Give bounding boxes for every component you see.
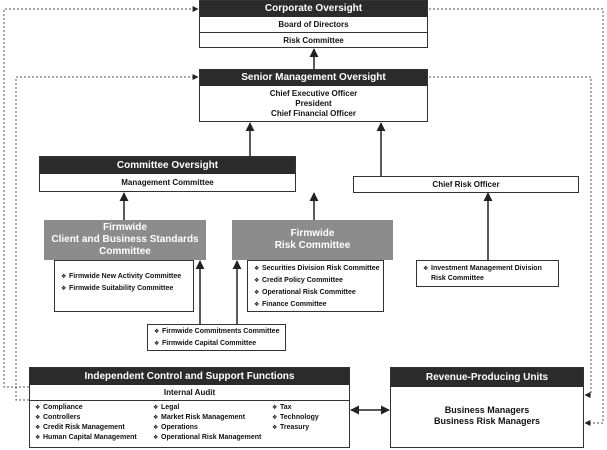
list-item: ❖Operational Risk Committee <box>254 287 383 299</box>
client-standards-list-box: ❖Firmwide New Activity Committee ❖Firmwi… <box>54 260 194 312</box>
board-of-directors: Board of Directors <box>278 20 349 29</box>
dotted-corporate-to-revenue <box>429 8 604 426</box>
independent-control-box: Independent Control and Support Function… <box>29 367 350 448</box>
risk-committee-line2: Risk Committee <box>232 240 393 252</box>
senior-management-box: Senior Management Oversight Chief Execut… <box>199 69 428 122</box>
risk-committee-board: Risk Committee <box>200 32 427 48</box>
revenue-units-title: Revenue-Producing Units <box>391 368 583 387</box>
diamond-bullet-icon: ❖ <box>272 405 278 411</box>
diamond-bullet-icon: ❖ <box>272 425 278 431</box>
diamond-bullet-icon: ❖ <box>423 266 429 272</box>
diamond-bullet-icon: ❖ <box>35 435 41 441</box>
list-item: ❖Market Risk Management <box>153 414 246 421</box>
diamond-bullet-icon: ❖ <box>154 329 160 335</box>
diamond-bullet-icon: ❖ <box>272 415 278 421</box>
revenue-units-box: Revenue-Producing Units Business Manager… <box>390 367 584 448</box>
list-item: ❖Treasury <box>272 424 310 431</box>
diamond-bullet-icon: ❖ <box>35 425 41 431</box>
client-standards-header: Firmwide Client and Business Standards C… <box>44 220 206 260</box>
commitments-list: ❖Firmwide Commitments Committee ❖Firmwid… <box>154 326 285 350</box>
risk-committee-list-box: ❖Securities Division Risk Committee ❖Cre… <box>247 260 384 312</box>
list-item: ❖Firmwide Commitments Committee <box>154 326 285 338</box>
diamond-bullet-icon: ❖ <box>153 405 159 411</box>
list-item: ❖Credit Risk Management <box>35 424 125 431</box>
diamond-bullet-icon: ❖ <box>254 266 260 272</box>
management-committee: Management Committee <box>121 178 214 187</box>
corporate-oversight-box: Corporate Oversight Board of Directors R… <box>199 0 428 48</box>
diamond-bullet-icon: ❖ <box>35 415 41 421</box>
diamond-bullet-icon: ❖ <box>153 435 159 441</box>
dotted-senior-to-revenue <box>429 76 592 398</box>
commitments-box: ❖Firmwide Commitments Committee ❖Firmwid… <box>147 324 286 351</box>
committee-oversight-box: Committee Oversight Management Committee <box>39 156 296 192</box>
list-item: ❖Investment Management Division <box>423 265 542 272</box>
list-item: ❖Firmwide Suitability Committee <box>61 283 193 295</box>
list-item: ❖Finance Committee <box>254 299 383 311</box>
risk-committee-list: ❖Securities Division Risk Committee ❖Cre… <box>254 263 383 311</box>
list-item: ❖Legal <box>153 404 180 411</box>
independent-col1: ❖Compliance ❖Controllers ❖Credit Risk Ma… <box>35 403 137 443</box>
list-item: ❖Firmwide New Activity Committee <box>61 271 193 283</box>
diamond-bullet-icon: ❖ <box>153 415 159 421</box>
client-standards-line2: Client and Business Standards <box>44 234 206 246</box>
list-item: ❖Controllers <box>35 414 81 421</box>
risk-committee-line1: Firmwide <box>232 220 393 240</box>
imd-risk-committee-box: ❖Investment Management Division Risk Com… <box>416 260 559 287</box>
business-managers: Business Managers <box>444 405 530 415</box>
list-item: ❖Operational Risk Management <box>153 434 262 441</box>
independent-col2: ❖Legal ❖Market Risk Management ❖Operatio… <box>153 403 261 443</box>
client-standards-line1: Firmwide <box>44 220 206 234</box>
president-label: President <box>295 99 332 108</box>
client-standards-line3: Committee <box>44 246 206 258</box>
list-item: ❖Compliance <box>35 404 83 411</box>
cfo-label: Chief Financial Officer <box>271 109 356 118</box>
list-item: ❖Credit Policy Committee <box>254 275 383 287</box>
chief-risk-officer-box: Chief Risk Officer <box>353 176 579 193</box>
ceo-label: Chief Executive Officer <box>269 89 358 98</box>
list-item: ❖Operations <box>153 424 198 431</box>
client-standards-list: ❖Firmwide New Activity Committee ❖Firmwi… <box>61 271 193 295</box>
diamond-bullet-icon: ❖ <box>61 274 67 280</box>
diamond-bullet-icon: ❖ <box>254 302 260 308</box>
list-item: ❖Securities Division Risk Committee <box>254 263 383 275</box>
list-item: ❖Human Capital Management <box>35 434 137 441</box>
chief-risk-officer: Chief Risk Officer <box>432 180 500 189</box>
senior-management-title: Senior Management Oversight <box>200 70 427 86</box>
list-item: ❖Firmwide Capital Committee <box>154 338 285 350</box>
diamond-bullet-icon: ❖ <box>35 405 41 411</box>
diamond-bullet-icon: ❖ <box>254 278 260 284</box>
list-item: ❖Tax <box>272 404 292 411</box>
list-item: Risk Committee <box>431 275 484 282</box>
business-risk-managers: Business Risk Managers <box>433 416 541 426</box>
diamond-bullet-icon: ❖ <box>61 286 67 292</box>
corporate-oversight-title: Corporate Oversight <box>200 1 427 17</box>
imd-list: ❖Investment Management Division Risk Com… <box>423 264 558 284</box>
committee-oversight-title: Committee Oversight <box>40 157 295 174</box>
diamond-bullet-icon: ❖ <box>154 341 160 347</box>
diamond-bullet-icon: ❖ <box>153 425 159 431</box>
independent-control-title: Independent Control and Support Function… <box>30 368 349 385</box>
internal-audit: Internal Audit <box>30 385 349 401</box>
list-item: ❖Technology <box>272 414 319 421</box>
diamond-bullet-icon: ❖ <box>254 290 260 296</box>
risk-committee-header: Firmwide Risk Committee <box>232 220 393 260</box>
independent-col3: ❖Tax ❖Technology ❖Treasury <box>272 403 319 433</box>
